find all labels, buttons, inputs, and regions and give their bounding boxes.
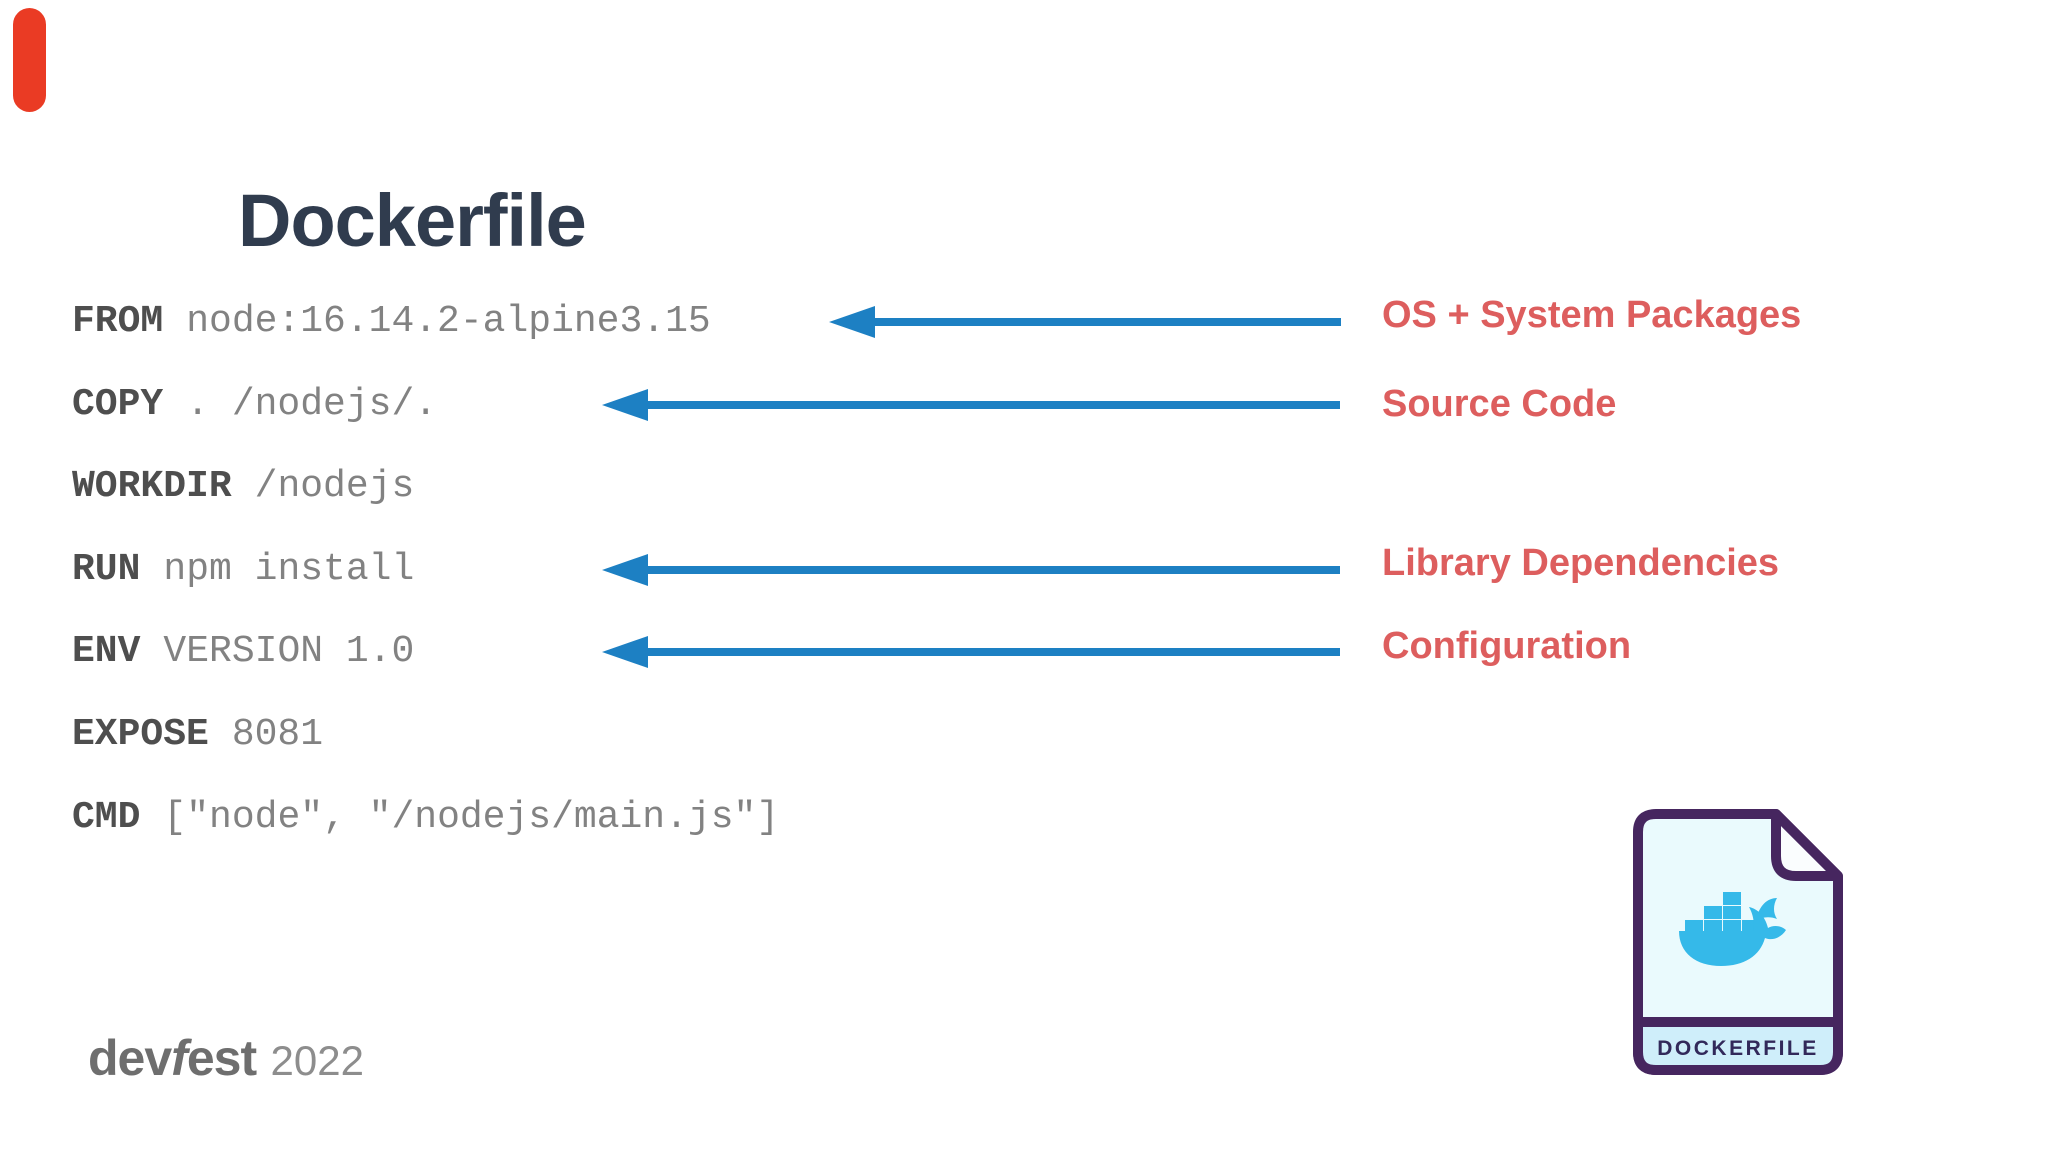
arrow-library-dependencies-icon (602, 554, 1340, 586)
arrow-shaft (636, 401, 1340, 409)
code-line-env: ENV VERSION 1.0 (72, 627, 414, 677)
code-line-cmd: CMD ["node", "/nodejs/main.js"] (72, 793, 779, 843)
brand-dev: dev (88, 1030, 172, 1086)
file-fold-corner-icon (1771, 809, 1843, 881)
arrow-shaft (863, 318, 1341, 326)
dockerfile-icon-label: DOCKERFILE (1657, 1037, 1819, 1060)
arrow-os-system-packages-icon (829, 306, 1341, 338)
arrow-shaft (636, 648, 1340, 656)
brand-est: est (186, 1030, 257, 1086)
code-keyword: CMD (72, 796, 141, 839)
annotation-source-code: Source Code (1382, 383, 1617, 425)
annotation-configuration: Configuration (1382, 625, 1632, 667)
code-line-expose: EXPOSE 8081 (72, 710, 323, 760)
dockerfile-icon: DOCKERFILE (1628, 806, 1848, 1078)
devfest-logo: devfest 2022 (88, 1030, 364, 1086)
arrow-configuration-icon (602, 636, 1340, 668)
code-value: 8081 (231, 713, 324, 756)
code-line-copy: COPY . /nodejs/. (72, 380, 437, 430)
red-accent-pill (13, 8, 46, 112)
code-keyword: EXPOSE (72, 713, 209, 756)
code-line-from: FROM node:16.14.2-alpine3.15 (72, 297, 711, 347)
code-value: /nodejs (254, 465, 415, 508)
arrow-source-code-icon (602, 389, 1340, 421)
code-value: VERSION 1.0 (163, 630, 415, 673)
file-label-band (1633, 1017, 1843, 1075)
code-keyword: ENV (72, 630, 141, 673)
code-keyword: RUN (72, 548, 141, 591)
code-value: npm install (163, 548, 415, 591)
code-value: node:16.14.2-alpine3.15 (186, 300, 711, 343)
devfest-year-text: 2022 (270, 1037, 364, 1084)
brand-f: f (171, 1030, 188, 1086)
dockerfile-icon-svg: DOCKERFILE (1633, 809, 1843, 1075)
code-keyword: COPY (72, 383, 164, 426)
code-keyword: WORKDIR (72, 465, 232, 508)
annotation-os-system-packages: OS + System Packages (1382, 294, 1802, 336)
code-keyword: FROM (72, 300, 164, 343)
slide-title: Dockerfile (238, 178, 587, 262)
annotation-library-dependencies: Library Dependencies (1382, 542, 1780, 584)
devfest-brand-text: devfest (88, 1030, 257, 1086)
code-value: . /nodejs/. (186, 383, 438, 426)
arrow-shaft (636, 566, 1340, 574)
code-line-run: RUN npm install (72, 545, 414, 595)
code-line-workdir: WORKDIR/nodejs (72, 462, 414, 512)
docker-whale-icon (1679, 892, 1786, 966)
code-value: ["node", "/nodejs/main.js"] (163, 796, 780, 839)
